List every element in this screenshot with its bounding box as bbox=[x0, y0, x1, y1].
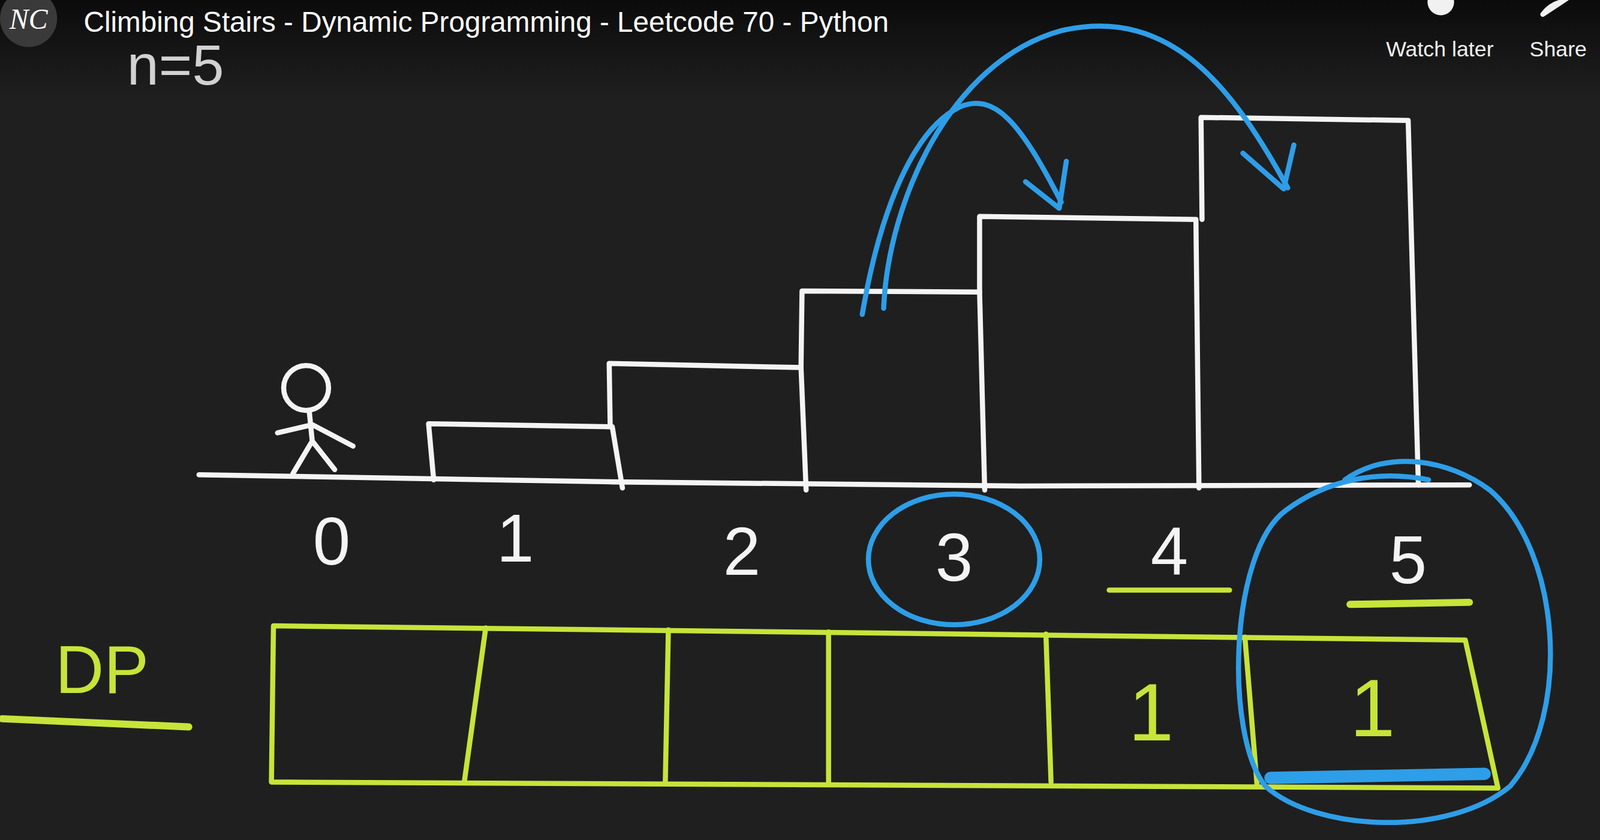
channel-logo: NC bbox=[9, 5, 48, 35]
dp-cell-divider bbox=[464, 627, 486, 782]
jump-arrow bbox=[883, 26, 1289, 309]
dp-cell: 1 bbox=[1265, 651, 1480, 766]
arrowhead bbox=[1242, 145, 1294, 189]
dp-cell-divider bbox=[1045, 633, 1052, 783]
stair-step bbox=[979, 216, 1199, 489]
top-shade bbox=[0, 0, 1600, 98]
highlight-stroke bbox=[1270, 773, 1485, 778]
jump-arrow bbox=[862, 103, 1062, 315]
array-name: DP bbox=[55, 635, 149, 703]
arrowhead bbox=[1025, 161, 1067, 209]
stair-step bbox=[801, 290, 985, 490]
step-underline bbox=[1109, 587, 1230, 593]
ground-line bbox=[199, 474, 1470, 486]
dp-cell-divider bbox=[825, 631, 832, 782]
clock-icon bbox=[1427, 0, 1454, 16]
dp-value: 1 bbox=[1349, 667, 1396, 750]
button-label: Watch later bbox=[1385, 38, 1494, 60]
share-icon bbox=[1543, 0, 1574, 15]
step-number: 3 bbox=[935, 523, 973, 591]
stair-step bbox=[428, 423, 623, 488]
stair-step bbox=[1201, 117, 1419, 486]
stick-figure-head bbox=[283, 365, 329, 411]
step-number: 4 bbox=[1150, 517, 1189, 585]
video-title: Climbing Stairs - Dynamic Programming - … bbox=[83, 8, 889, 38]
channel-avatar bbox=[0, 0, 57, 47]
highlight-circle bbox=[868, 494, 1040, 625]
dp-cell-divider bbox=[665, 629, 669, 783]
dp-array-outline bbox=[271, 625, 1499, 789]
stick-figure-body bbox=[277, 410, 354, 474]
step-number: 0 bbox=[313, 507, 351, 575]
problem-size: n=5 bbox=[127, 36, 225, 94]
dp-underline bbox=[1, 718, 189, 727]
step-underline bbox=[1349, 602, 1470, 604]
highlight-circle bbox=[1238, 461, 1551, 823]
button-label: Share bbox=[1529, 38, 1587, 60]
stair-step bbox=[609, 363, 806, 490]
dp-cell: 1 bbox=[1054, 648, 1247, 776]
step-number: 1 bbox=[496, 504, 534, 572]
dp-value: 1 bbox=[1128, 671, 1174, 754]
step-number: 5 bbox=[1389, 525, 1427, 593]
step-number: 2 bbox=[723, 517, 761, 585]
